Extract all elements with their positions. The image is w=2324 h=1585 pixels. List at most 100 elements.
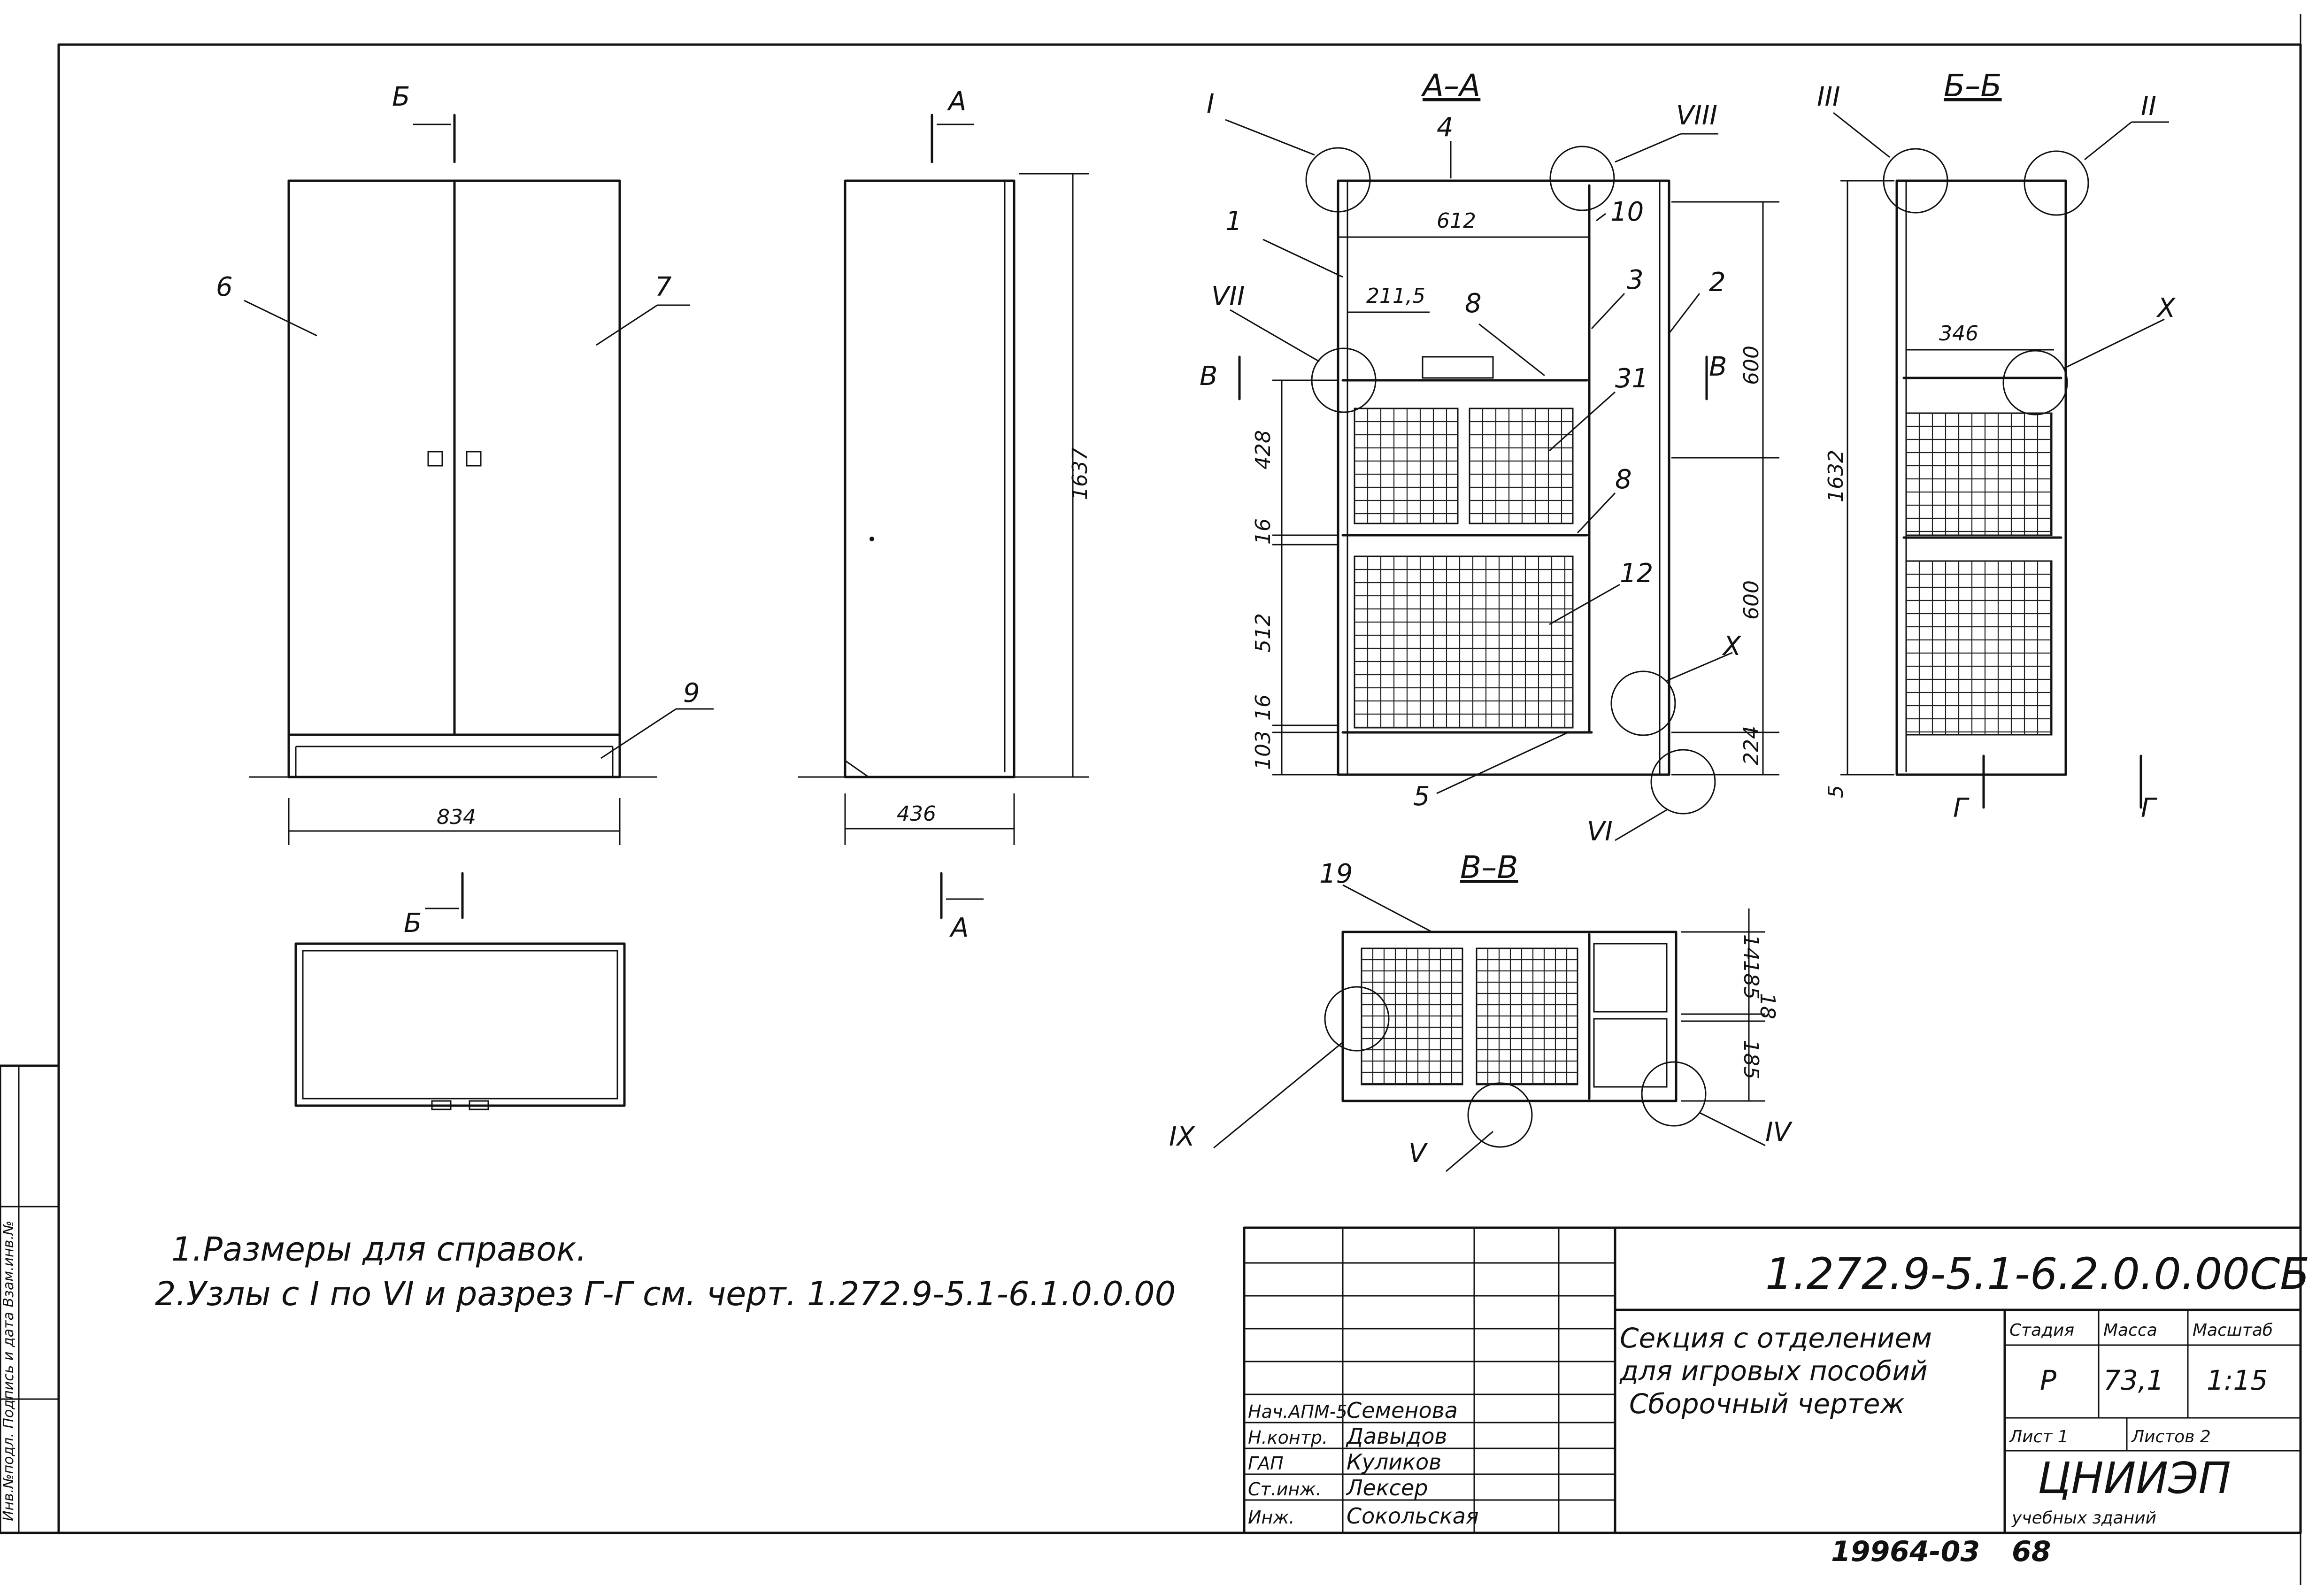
svg-text:V: V	[1408, 1138, 1428, 1169]
svg-text:16: 16	[1251, 518, 1275, 545]
svg-text:185: 185	[1739, 1040, 1763, 1079]
staff-name: Семенова	[1347, 1398, 1458, 1423]
svg-text:II: II	[2141, 91, 2156, 122]
svg-text:19: 19	[1319, 859, 1353, 889]
svg-text:В: В	[1709, 352, 1727, 382]
archive-number: 19964-03	[1831, 1535, 1980, 1568]
svg-text:Масса: Масса	[2103, 1321, 2157, 1340]
svg-text:III: III	[1817, 82, 1840, 112]
svg-text:1:15: 1:15	[2207, 1364, 2268, 1396]
svg-text:18: 18	[1755, 993, 1779, 1019]
svg-text:7: 7	[655, 272, 672, 302]
staff-name: Сокольская	[1347, 1503, 1479, 1529]
svg-text:1632: 1632	[1824, 450, 1848, 502]
basket	[1905, 560, 2053, 736]
staff-role: ГАП	[1248, 1453, 1284, 1474]
svg-text:А: А	[947, 86, 966, 117]
org-name: ЦНИИЭП	[2038, 1453, 2231, 1503]
svg-text:учебных зданий: учебных зданий	[2011, 1508, 2156, 1528]
svg-text:Сборочный чертеж: Сборочный чертеж	[1629, 1388, 1905, 1420]
svg-text:Г: Г	[1953, 793, 1970, 823]
svg-text:185: 185	[1739, 960, 1763, 1000]
lock-icon	[466, 451, 482, 467]
front-view: Б 6 7 9 834	[216, 82, 714, 845]
svg-text:IV: IV	[1765, 1117, 1793, 1147]
svg-text:X: X	[2156, 293, 2176, 323]
basket	[1354, 555, 1574, 729]
svg-text:346: 346	[1939, 322, 1978, 346]
svg-text:Масштаб: Масштаб	[2193, 1321, 2273, 1340]
margin-stamp: Инв.№подл. Подпись и дата Взам.инв.№	[0, 1064, 60, 1534]
staff-role: Инж.	[1248, 1507, 1295, 1528]
staff-name: Лексер	[1346, 1475, 1428, 1500]
svg-text:4: 4	[1437, 112, 1454, 143]
svg-text:В–В: В–В	[1460, 849, 1518, 885]
basket	[1905, 412, 2053, 536]
svg-text:12: 12	[1620, 558, 1653, 589]
svg-text:73,1: 73,1	[2103, 1364, 2164, 1396]
svg-text:600: 600	[1739, 346, 1763, 385]
svg-text:А: А	[949, 913, 969, 943]
note-2: 2.Узлы с I по VI и разрез Г-Г см. черт. …	[155, 1275, 1176, 1313]
staff-role: Ст.инж.	[1248, 1479, 1322, 1500]
svg-text:428: 428	[1251, 430, 1275, 469]
lock-icon	[427, 451, 443, 467]
svg-text:103: 103	[1251, 731, 1275, 770]
svg-text:Стадия: Стадия	[2009, 1321, 2074, 1340]
svg-text:I: I	[1207, 89, 1215, 119]
svg-text:8: 8	[1465, 288, 1482, 319]
svg-text:В: В	[1200, 361, 1217, 392]
basket	[1354, 408, 1459, 524]
svg-text:10: 10	[1610, 197, 1644, 227]
svg-text:X: X	[1722, 631, 1742, 662]
svg-text:IX: IX	[1169, 1122, 1196, 1152]
side-view: А А 1637 436	[798, 86, 1092, 943]
svg-text:1637: 1637	[1068, 447, 1092, 500]
svg-text:Секция с отделением: Секция с отделением	[1620, 1322, 1932, 1354]
svg-text:3: 3	[1627, 265, 1644, 295]
svg-text:Б: Б	[392, 82, 410, 112]
svg-text:VII: VII	[1211, 281, 1245, 312]
svg-text:224: 224	[1739, 726, 1763, 765]
svg-text:612: 612	[1437, 209, 1476, 233]
svg-text:Р: Р	[2040, 1364, 2056, 1396]
basket	[1469, 408, 1574, 524]
margin-stamp-text: Инв.№подл. Подпись и дата Взам.инв.№	[0, 1221, 17, 1521]
svg-text:1: 1	[1225, 206, 1242, 237]
svg-text:5: 5	[1413, 781, 1430, 812]
svg-text:Б–Б: Б–Б	[1944, 68, 2002, 104]
svg-text:Г: Г	[2141, 793, 2157, 823]
staff-role: Н.контр.	[1248, 1427, 1328, 1448]
svg-text:6: 6	[216, 272, 233, 302]
top-view: Б	[294, 872, 626, 1110]
svg-text:600: 600	[1739, 580, 1763, 620]
staff-name: Куликов	[1347, 1449, 1441, 1475]
svg-text:9: 9	[683, 678, 700, 708]
doc-number: 1.272.9-5.1-6.2.0.0.00СБ	[1765, 1249, 2309, 1299]
svg-text:для игровых пособий: для игровых пособий	[1619, 1355, 1928, 1387]
svg-text:436: 436	[897, 802, 936, 826]
svg-text:Лист 1: Лист 1	[2008, 1427, 2069, 1447]
svg-text:834: 834	[437, 805, 476, 829]
svg-text:Б: Б	[404, 908, 422, 939]
svg-text:VI: VI	[1587, 816, 1613, 847]
svg-text:А–А: А–А	[1421, 68, 1480, 104]
svg-text:211,5: 211,5	[1366, 284, 1425, 308]
section-aa: А–А I VIII VII X VI 1 2	[1200, 68, 1779, 847]
svg-text:31: 31	[1615, 363, 1648, 394]
svg-text:512: 512	[1251, 613, 1275, 653]
page-number: 68	[2012, 1535, 2051, 1568]
section-vv: В–В 19 IX V IV 14 185 18 185	[1169, 849, 1793, 1172]
title-block: 1.272.9-5.1-6.2.0.0.00СБ Секция с отделе…	[1243, 1226, 2309, 1534]
svg-text:5: 5	[1824, 785, 1848, 798]
svg-text:2: 2	[1709, 267, 1726, 298]
svg-text:VIII: VIII	[1676, 100, 1717, 131]
staff-name: Давыдов	[1346, 1423, 1447, 1449]
svg-text:16: 16	[1251, 694, 1275, 721]
svg-text:14: 14	[1739, 934, 1763, 961]
svg-text:8: 8	[1615, 464, 1632, 495]
staff-role: Нач.АПМ-5	[1248, 1401, 1347, 1422]
note-1: 1.Размеры для справок.	[171, 1230, 587, 1269]
